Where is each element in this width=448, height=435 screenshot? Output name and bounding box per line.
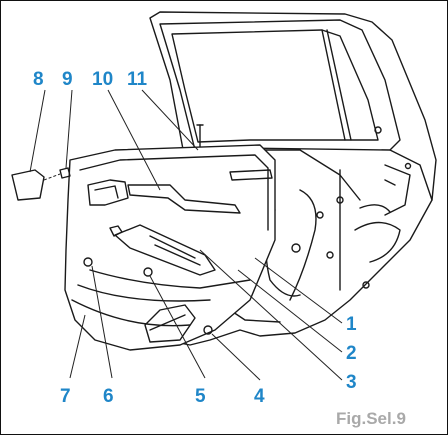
leader-11 [141, 89, 199, 151]
switch-panel [114, 224, 216, 276]
clip-4 [203, 325, 213, 335]
callout-5: 5 [195, 386, 206, 407]
clip-5 [143, 267, 153, 277]
leader-2 [237, 269, 343, 353]
top-trim-strip [229, 169, 273, 181]
leader-1 [254, 257, 343, 324]
callout-3: 3 [346, 372, 357, 393]
leader-6 [91, 265, 113, 379]
leader-7 [69, 314, 86, 379]
leader-8 [29, 89, 46, 173]
leader-4 [211, 333, 261, 381]
screw-9 [59, 167, 71, 179]
door-pocket [144, 304, 196, 343]
callout-6: 6 [103, 386, 114, 407]
window-frame-outer [159, 19, 401, 151]
callout-1: 1 [346, 314, 357, 335]
callout-8: 8 [33, 69, 44, 90]
leader-3 [199, 249, 343, 381]
handle-recess [87, 179, 129, 206]
callout-2: 2 [346, 343, 357, 364]
callout-11: 11 [127, 69, 148, 90]
clip-6 [83, 257, 93, 267]
callout-4: 4 [254, 386, 265, 407]
leader-9 [65, 89, 73, 169]
leader-cap [43, 173, 61, 181]
callout-9: 9 [62, 69, 73, 90]
leader-5 [149, 275, 206, 379]
trim-armrest [89, 269, 251, 289]
window-divider [321, 29, 346, 141]
callout-10: 10 [92, 69, 114, 90]
figure-caption: Fig.Sel.9 [336, 409, 406, 428]
cover-cap [11, 169, 45, 201]
leader-10 [107, 89, 161, 191]
callout-7: 7 [60, 386, 71, 407]
grab-handle [127, 184, 241, 214]
leader-lines [29, 89, 343, 381]
screw-center [109, 225, 123, 237]
